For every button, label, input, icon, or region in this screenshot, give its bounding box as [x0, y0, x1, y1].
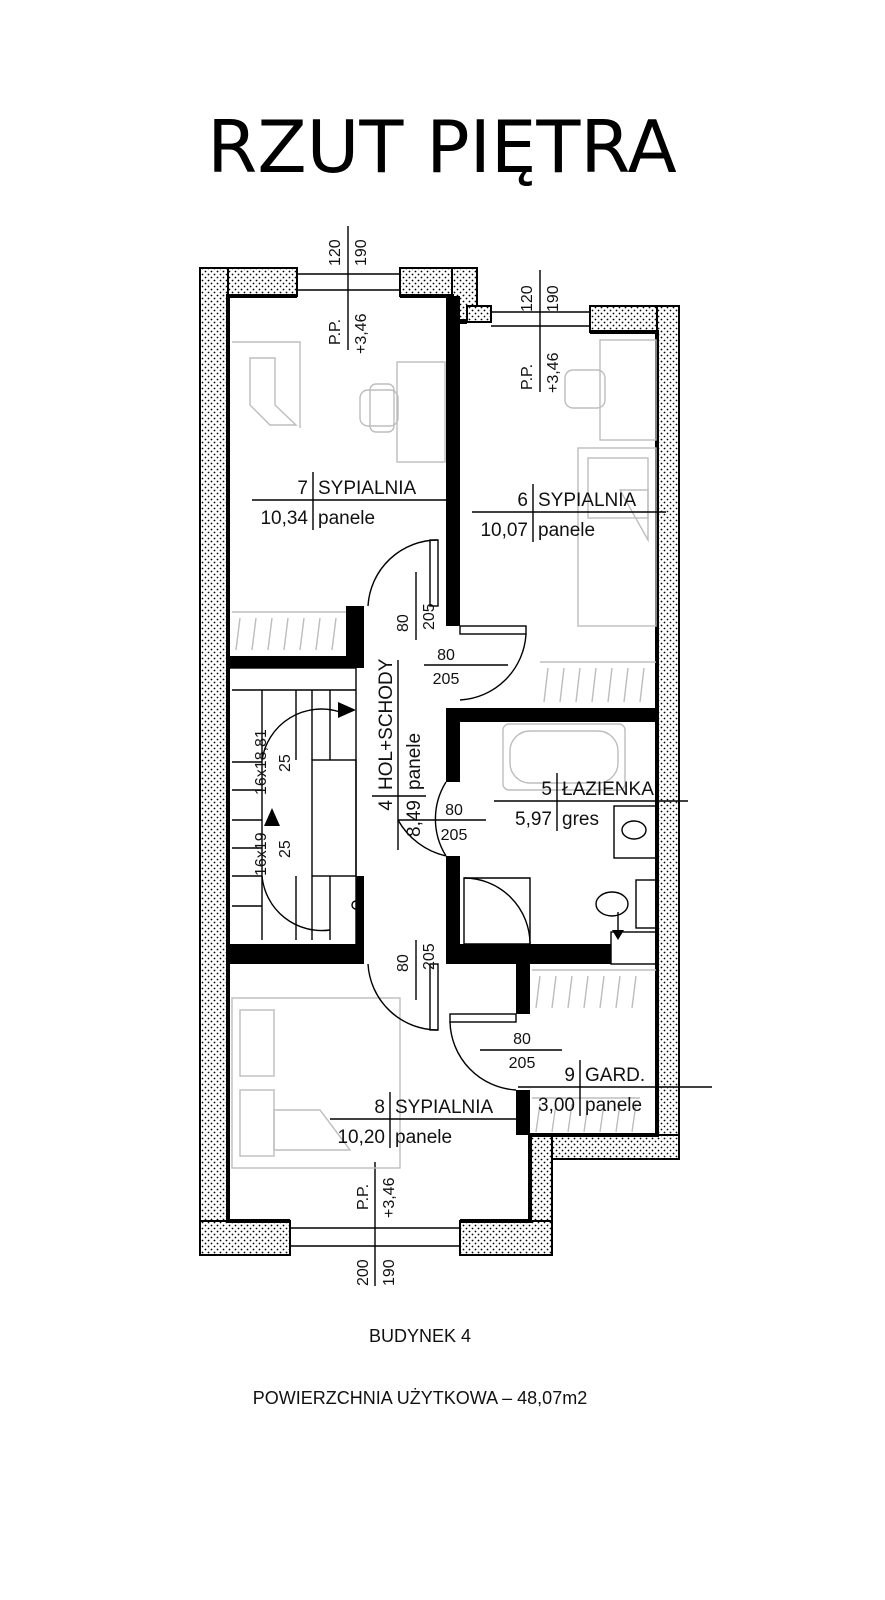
svg-text:panele: panele [318, 508, 375, 529]
svg-text:80: 80 [513, 1031, 531, 1048]
window-2: 120 190 P.P. +3,46 [519, 270, 562, 393]
svg-text:+3,46: +3,46 [353, 313, 370, 354]
svg-text:6: 6 [517, 490, 528, 511]
svg-text:80: 80 [445, 802, 463, 819]
room-label-4: 4 HOL+SCHODY 8,49 panele [372, 658, 426, 850]
stair-depth-upper: 25 [277, 754, 294, 772]
door-room-6: 80 205 [424, 625, 527, 701]
svg-text:190: 190 [353, 239, 370, 266]
svg-text:panele: panele [404, 733, 425, 790]
svg-text:P.P.: P.P. [355, 1184, 372, 1210]
building-label: BUDYNEK 4 [369, 1326, 471, 1346]
svg-text:205: 205 [509, 1055, 536, 1072]
svg-text:P.P.: P.P. [519, 364, 536, 390]
svg-text:10,34: 10,34 [260, 508, 308, 529]
door-room-8: 80 205 [367, 940, 439, 1031]
svg-text:5,97: 5,97 [515, 809, 552, 830]
door-room-7: 80 205 [367, 539, 439, 640]
room-label-7: 7 SYPIALNIA 10,34 panele [252, 472, 446, 530]
usable-area-label: POWIERZCHNIA UŻYTKOWA – 48,07m2 [253, 1388, 587, 1408]
room-label-8: 8 SYPIALNIA 10,20 panele [330, 1092, 516, 1148]
room-label-6: 6 SYPIALNIA 10,07 panele [472, 484, 666, 542]
svg-text:HOL+SCHODY: HOL+SCHODY [376, 658, 397, 790]
svg-text:gres: gres [562, 809, 599, 830]
svg-text:10,20: 10,20 [337, 1127, 385, 1148]
svg-text:190: 190 [381, 1259, 398, 1286]
svg-text:80: 80 [437, 647, 455, 664]
stair-steps-lower: 16x19 [253, 832, 270, 876]
svg-text:SYPIALNIA: SYPIALNIA [318, 478, 417, 499]
window-1: 120 190 P.P. +3,46 [327, 226, 370, 354]
svg-text:+3,46: +3,46 [545, 352, 562, 393]
svg-text:10,07: 10,07 [480, 520, 528, 541]
stairs: 16x18,81 25 16x19 25 [232, 689, 361, 940]
stair-depth-lower: 25 [277, 840, 294, 858]
svg-text:3,00: 3,00 [538, 1095, 575, 1116]
door-bathroom: 80 205 [397, 781, 486, 857]
partitions [227, 296, 657, 1135]
svg-text:+3,46: +3,46 [381, 1177, 398, 1218]
svg-text:205: 205 [421, 603, 438, 630]
stair-steps-upper: 16x18,81 [253, 729, 270, 795]
svg-text:120: 120 [519, 285, 536, 312]
room-label-9: 9 GARD. 3,00 panele [518, 1060, 712, 1116]
svg-text:panele: panele [585, 1095, 642, 1116]
svg-text:4: 4 [376, 800, 397, 811]
svg-text:7: 7 [297, 478, 308, 499]
svg-text:GARD.: GARD. [585, 1065, 645, 1086]
svg-text:SYPIALNIA: SYPIALNIA [538, 490, 637, 511]
svg-text:panele: panele [395, 1127, 452, 1148]
svg-text:SYPIALNIA: SYPIALNIA [395, 1097, 494, 1118]
svg-text:205: 205 [441, 827, 468, 844]
window-3: P.P. +3,46 200 190 [355, 1162, 398, 1286]
room-label-5: 5 ŁAZIENKA 5,97 gres [494, 773, 688, 831]
svg-text:8: 8 [374, 1097, 385, 1118]
svg-text:80: 80 [395, 954, 412, 972]
svg-text:P.P.: P.P. [327, 319, 344, 345]
svg-text:205: 205 [433, 671, 460, 688]
svg-text:200: 200 [355, 1259, 372, 1286]
svg-text:205: 205 [421, 943, 438, 970]
svg-text:120: 120 [327, 239, 344, 266]
furniture [231, 339, 657, 1169]
svg-text:9: 9 [564, 1065, 575, 1086]
door-gard: 80 205 [449, 1013, 562, 1091]
svg-text:ŁAZIENKA: ŁAZIENKA [562, 779, 654, 800]
svg-text:panele: panele [538, 520, 595, 541]
svg-text:8,49: 8,49 [404, 800, 425, 837]
outer-walls [199, 267, 680, 1256]
svg-text:5: 5 [541, 779, 552, 800]
plan-title: RZUT PIĘTRA [207, 105, 676, 189]
svg-text:190: 190 [545, 285, 562, 312]
svg-text:80: 80 [395, 614, 412, 632]
